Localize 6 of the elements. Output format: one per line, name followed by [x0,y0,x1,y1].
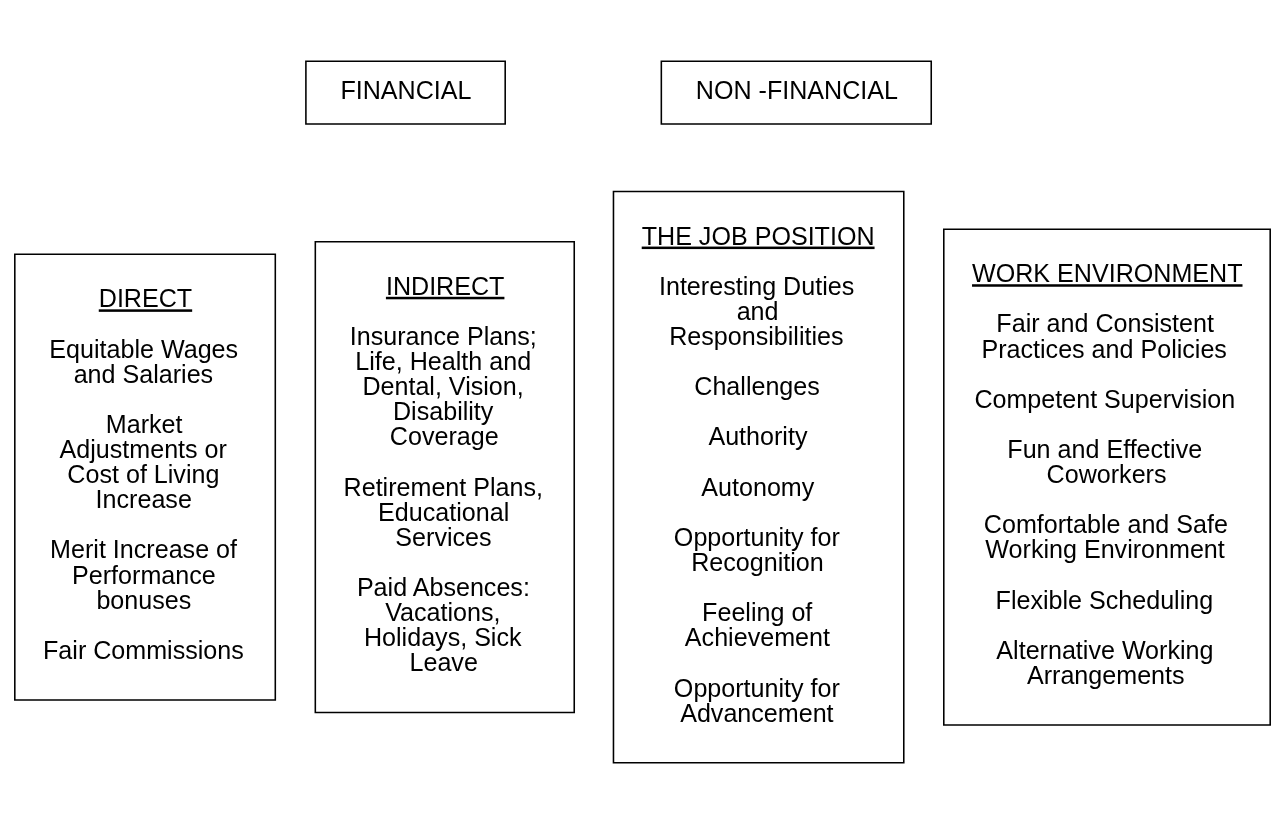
node-box: WORK ENVIRONMENT Fair and Consistent Practices and Policies Competent Supervision Fun and Effective Coworkers Comfortable and Safe Working Environment Flexible Scheduling Alternative Working Arrangements [943,228,1271,726]
node-box: INDIRECT Insurance Plans; Life, Health and Dental, Vision, Disability Coverage Retirement Plans, Educational Services Paid Absences: Vacations, Holidays, Sick Leave [314,240,576,714]
node-box: THE JOB POSITION Interesting Duties and Responsibilities Challenges Authority Autonomy Opportunity for Recognition Feeling of Achievement Opportunity for Advancement [612,190,905,764]
node-box: FINANCIAL [305,60,506,125]
node-box: DIRECT Equitable Wages and Salaries Market Adjustments or Cost of Living Increase Merit Increase of Performance bonuses Fair Commissions [14,253,277,701]
node-box: NON -FINANCIAL [660,60,933,125]
